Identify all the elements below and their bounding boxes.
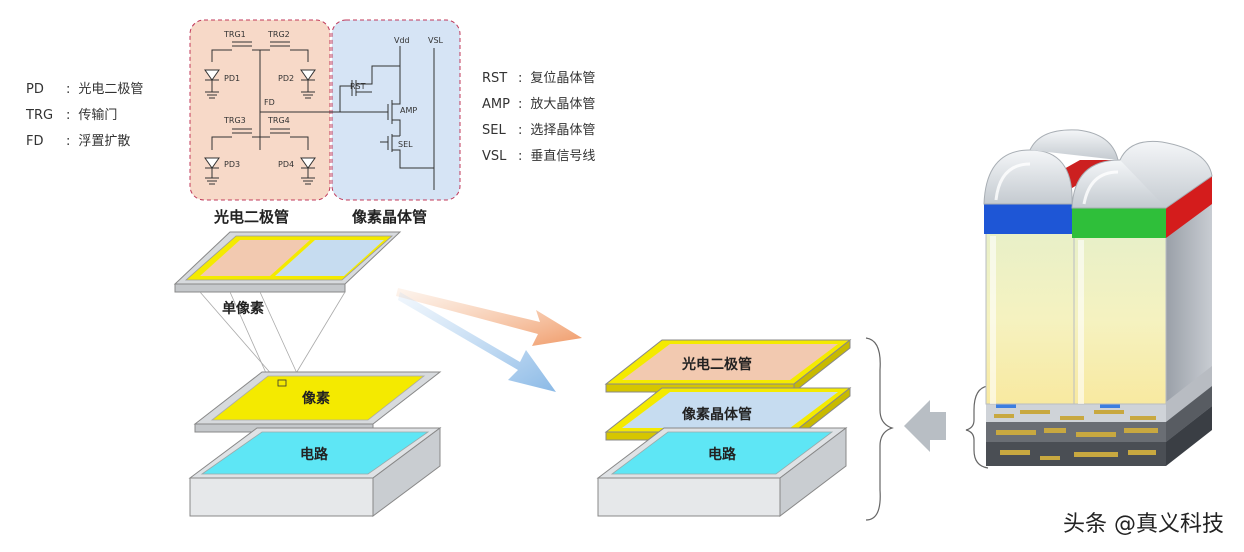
label-vdd: Vdd: [394, 36, 410, 45]
legend-item-vsl: VSL: 垂直信号线: [482, 145, 595, 164]
label-circuit-left: 电路: [300, 447, 328, 463]
legend-sep: :: [518, 71, 523, 86]
legend-item-trg: TRG: 传输门: [26, 104, 117, 123]
legend-item-sel: SEL: 选择晶体管: [482, 119, 595, 138]
label-pd4: PD4: [278, 160, 295, 169]
label-sel: SEL: [398, 140, 413, 149]
legend-key: TRG: [26, 108, 54, 123]
layer-brace: [965, 385, 989, 469]
legend-value: 浮置扩散: [78, 134, 131, 149]
label-pd3: PD3: [224, 160, 241, 169]
legend-item-amp: AMP: 放大晶体管: [482, 93, 595, 112]
caption-photodiode: 光电二极管: [214, 208, 290, 226]
pixel-plate: [193, 371, 442, 433]
legend-key: RST: [482, 71, 508, 86]
legend-sep: :: [66, 134, 71, 149]
ground-symbols: [205, 91, 315, 185]
projection-lines: [199, 291, 346, 385]
legend-sep: :: [66, 82, 71, 97]
legend-value: 垂直信号线: [530, 149, 596, 164]
circuit-block-left: [188, 427, 442, 517]
legend-value: 放大晶体管: [530, 97, 596, 112]
legend-value: 光电二极管: [78, 82, 144, 97]
legend-item-pd: PD: 光电二极管: [26, 78, 143, 97]
label-trg3: TRG3: [224, 116, 246, 125]
label-trg4: TRG4: [268, 116, 290, 125]
legend-value: 传输门: [78, 108, 118, 123]
legend-key: SEL: [482, 123, 506, 138]
legend-value: 选择晶体管: [530, 123, 596, 138]
stack-brace: [865, 337, 894, 521]
label-pd2: PD2: [278, 74, 295, 83]
label-transistor-layer: 像素晶体管: [682, 407, 752, 423]
legend-key: AMP: [482, 97, 510, 112]
flow-arrows: [396, 288, 582, 392]
transistor-region: [331, 19, 461, 201]
circuit-block-middle: [596, 426, 848, 518]
label-fd: FD: [264, 98, 275, 107]
transistor-plate: [604, 386, 852, 442]
label-circuit-middle: 电路: [708, 447, 736, 463]
legend-key: FD: [26, 134, 44, 149]
label-vsl: VSL: [428, 36, 444, 45]
label-trg2: TRG2: [268, 30, 290, 39]
photodiode-symbols: [204, 69, 316, 169]
stacked-sensor-3d: [983, 129, 1213, 466]
grey-arrow: [904, 400, 946, 452]
watermark: 头条 @真义科技: [1063, 512, 1224, 537]
legend-value: 复位晶体管: [530, 71, 596, 86]
legend-item-rst: RST: 复位晶体管: [482, 67, 595, 86]
legend-sep: :: [66, 108, 71, 123]
legend-sep: :: [518, 97, 523, 112]
label-trg1: TRG1: [224, 30, 246, 39]
label-rst: RST: [350, 82, 366, 91]
legend-key: VSL: [482, 149, 507, 164]
label-pd1: PD1: [224, 74, 241, 83]
single-pixel-plate: [173, 231, 402, 293]
label-single-pixel: 单像素: [222, 301, 264, 317]
label-pixel: 像素: [302, 391, 330, 407]
label-amp: AMP: [400, 106, 418, 115]
caption-pixel-transistor: 像素晶体管: [352, 208, 428, 226]
legend-sep: :: [518, 123, 523, 138]
circuit-wiring: [211, 41, 435, 190]
label-photodiode-layer: 光电二极管: [682, 357, 752, 373]
legend-key: PD: [26, 82, 44, 97]
legend-item-fd: FD: 浮置扩散: [26, 130, 130, 149]
legend-sep: :: [518, 149, 523, 164]
